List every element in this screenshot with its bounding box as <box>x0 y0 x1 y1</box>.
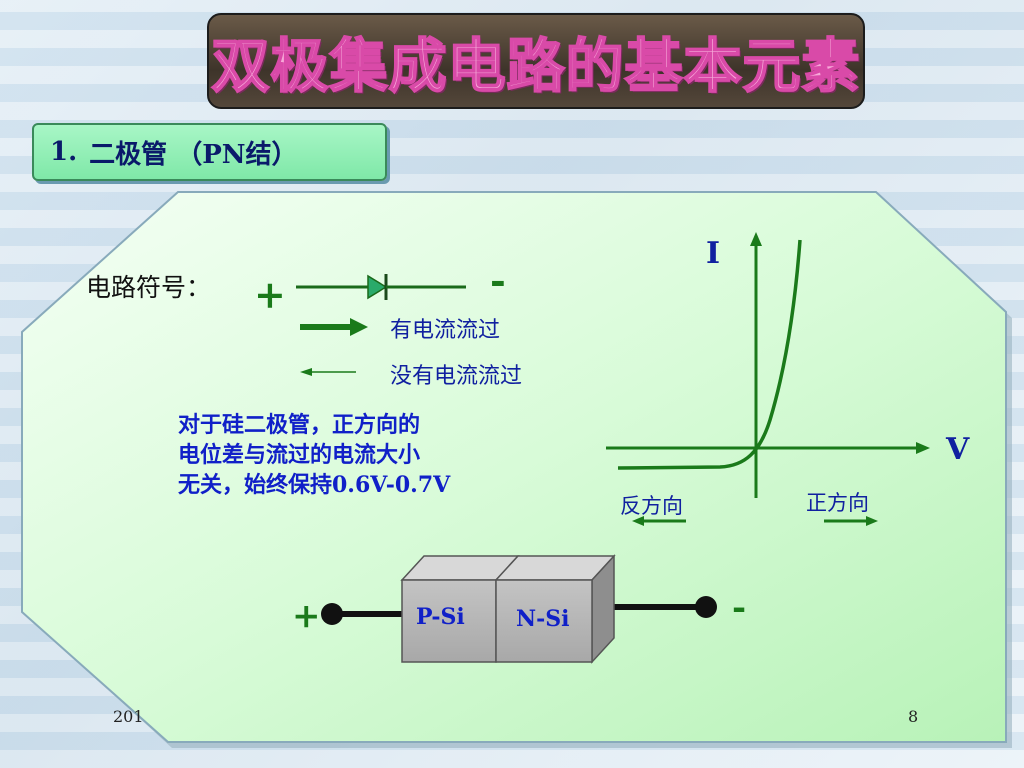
diode-symbol <box>296 274 466 300</box>
note-line-3: 无关，始终保持0.6V-0.7V <box>178 472 451 498</box>
note-line-1: 对于硅二极管，正方向的 <box>178 412 421 438</box>
page-title: 双极集成电路的基本元素 <box>210 31 861 101</box>
forward-current-arrow <box>300 318 368 336</box>
p-si-block <box>401 579 497 663</box>
note-line-2: 电位差与流过的电流大小 <box>178 442 421 468</box>
iv-graph <box>606 232 930 526</box>
section-label: 二极管 （PN结） <box>89 139 298 170</box>
pn-junction <box>321 554 717 664</box>
title-banner: 双极集成电路的基本元素 <box>207 13 865 109</box>
panel-shape <box>21 191 1007 743</box>
iv-curve <box>617 239 802 470</box>
forward-direction-label: 正方向 <box>806 491 869 515</box>
n-si-label: N-Si <box>516 606 570 632</box>
reverse-current-text: 没有电流流过 <box>390 364 523 389</box>
reverse-direction-label: 反方向 <box>620 494 683 518</box>
section-heading: 1. 二极管 （PN结） <box>32 123 387 181</box>
iv-y-axis-label: I <box>706 236 721 271</box>
symbol-minus: - <box>490 258 506 303</box>
pn-plus-terminal: + <box>292 596 321 636</box>
reverse-current-arrow <box>300 368 356 376</box>
section-number: 1. <box>50 137 78 167</box>
n-si-block <box>495 579 593 663</box>
symbol-plus: + <box>254 272 286 317</box>
symbol-label: 电路符号： <box>86 273 212 302</box>
forward-current-text: 有电流流过 <box>390 318 501 343</box>
pn-minus-terminal: - <box>732 588 747 628</box>
footer-date: 201 <box>113 707 144 726</box>
iv-x-axis-label: V <box>946 432 970 467</box>
p-si-label: P-Si <box>416 604 465 630</box>
page-number: 8 <box>908 707 919 726</box>
silicon-diode-note: 对于硅二极管，正方向的 电位差与流过的电流大小 无关，始终保持0.6V-0.7V <box>178 410 518 500</box>
